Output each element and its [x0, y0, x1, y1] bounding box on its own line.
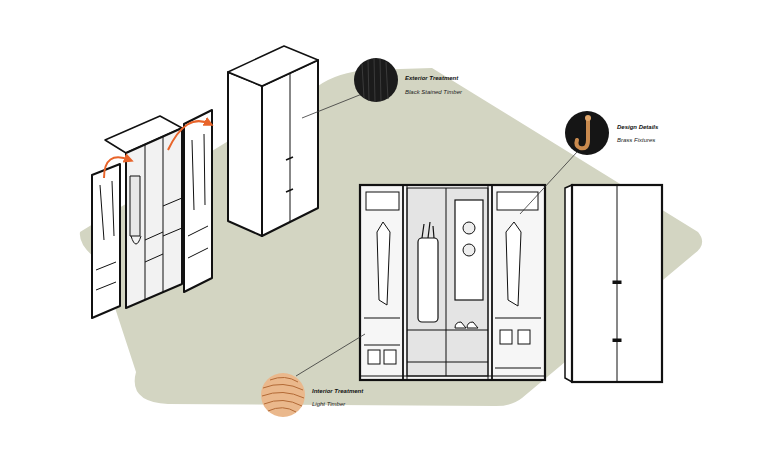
- open-wardrobe-elevation: [360, 185, 545, 380]
- callout-heading: Interior Treatment: [312, 388, 363, 395]
- door-shelf: [188, 226, 208, 236]
- shelf: [364, 318, 400, 319]
- divider: [145, 145, 146, 300]
- hook-cap: [585, 115, 591, 121]
- garment: [100, 181, 114, 240]
- left-door: [92, 164, 120, 318]
- swing-arrow: [104, 157, 130, 178]
- divider: [163, 137, 164, 292]
- top-box: [366, 192, 399, 210]
- carcass: [407, 188, 488, 376]
- swing-arrow: [168, 121, 210, 150]
- leader-line: [296, 334, 365, 376]
- wardrobe-top: [228, 46, 318, 86]
- garment: [192, 134, 205, 210]
- door-shelf: [96, 262, 116, 270]
- swatch-black-timber: [354, 58, 398, 102]
- swatch-light-timber: [261, 373, 305, 417]
- swatch-brass: [565, 111, 609, 155]
- garment: [377, 222, 390, 305]
- body-front: [126, 128, 182, 308]
- basket: [518, 330, 530, 344]
- door-edge: [488, 185, 489, 380]
- closed-wardrobe-elevation: [565, 185, 662, 382]
- swatch: [565, 111, 609, 155]
- ground-shape: [80, 68, 702, 406]
- golf-clubs: [422, 222, 434, 238]
- shelf: [407, 362, 488, 363]
- handle: [286, 189, 293, 192]
- shelf: [145, 232, 163, 240]
- handle: [613, 339, 621, 342]
- handle: [286, 157, 293, 160]
- leader-lines: [296, 94, 577, 376]
- callout-text: Black Stained Timber: [405, 89, 462, 96]
- swatch: [261, 373, 305, 417]
- shelf: [364, 345, 400, 346]
- wardrobe-side: [228, 72, 262, 236]
- shoes: [455, 322, 478, 328]
- divider: [446, 188, 447, 376]
- hat: [463, 222, 475, 234]
- leader-line: [302, 94, 362, 118]
- door-shelf: [96, 282, 116, 290]
- brass-hook: [576, 118, 588, 148]
- shelf: [163, 198, 182, 206]
- golf-bag: [130, 176, 140, 236]
- door-edge: [407, 185, 408, 380]
- callout-text: Brass Fixtures: [617, 137, 655, 144]
- handle: [613, 281, 621, 284]
- wardrobe-front: [572, 185, 662, 382]
- door-edge: [402, 185, 404, 380]
- wood-grain: [362, 58, 388, 102]
- door-edge: [491, 185, 493, 380]
- plinth: [360, 376, 545, 377]
- shelf: [163, 228, 182, 236]
- shelf: [495, 368, 541, 369]
- open-wardrobe-3d: [92, 110, 212, 318]
- wardrobe-front: [262, 60, 318, 236]
- swatch: [354, 58, 398, 102]
- leader-line: [520, 152, 577, 214]
- garment: [506, 222, 521, 306]
- callout-heading: Design Details: [617, 124, 658, 131]
- closed-wardrobe-3d: [228, 46, 318, 236]
- right-door: [184, 110, 212, 292]
- basket: [384, 350, 396, 364]
- basket: [500, 330, 512, 344]
- door-shelf: [188, 248, 208, 258]
- hat: [463, 244, 475, 256]
- callout-text: Light Timber: [312, 401, 345, 408]
- shelf: [495, 318, 541, 319]
- hanger: [131, 236, 141, 244]
- wardrobe-outline: [360, 185, 545, 380]
- shelf: [407, 330, 488, 331]
- shelf: [145, 254, 163, 262]
- mirror: [455, 200, 483, 300]
- callout-heading: Exterior Treatment: [405, 75, 458, 82]
- door-line: [290, 73, 291, 222]
- basket: [368, 350, 380, 364]
- wood-grain: [262, 377, 304, 412]
- golf-bag: [418, 238, 438, 322]
